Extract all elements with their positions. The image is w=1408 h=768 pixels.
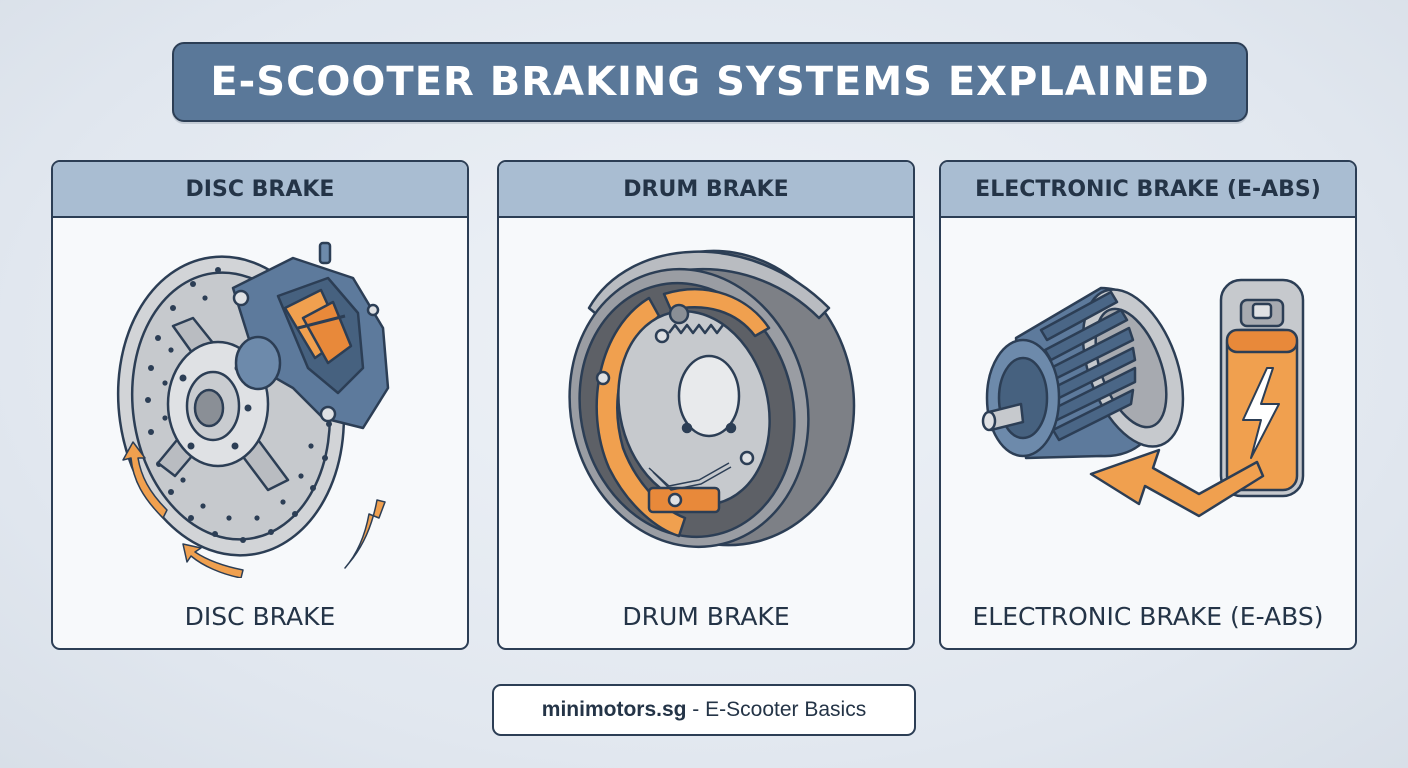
card-drum-brake: DRUM BRAKE [497,160,915,650]
disc-brake-icon [116,241,390,578]
card-header-label: ELECTRONIC BRAKE (E-ABS) [975,176,1321,202]
card-caption: DISC BRAKE [184,602,336,631]
card-caption: ELECTRONIC BRAKE (E-ABS) [972,602,1324,631]
footer-credit: minimotors.sg - E-Scooter Basics [492,684,916,736]
drum-brake-icon [568,249,856,549]
card-disc-brake: DISC BRAKE [51,160,469,650]
card-header: DISC BRAKE [53,162,467,218]
footer-text: - E-Scooter Basics [686,698,867,721]
card-header-label: DISC BRAKE [185,176,335,202]
footer-brand: minimotors.sg [541,698,687,721]
card-electronic-brake: ELECTRONIC BRAKE (E-ABS) [939,160,1357,650]
title-banner: E-SCOOTER BRAKING SYSTEMS EXPLAINED [172,42,1248,122]
page-title: E-SCOOTER BRAKING SYSTEMS EXPLAINED [210,59,1210,105]
card-header-label: DRUM BRAKE [623,176,789,202]
card-header: DRUM BRAKE [499,162,913,218]
card-caption: DRUM BRAKE [622,602,790,631]
card-header: ELECTRONIC BRAKE (E-ABS) [941,162,1355,218]
motor-battery-regen-icon [981,278,1305,518]
